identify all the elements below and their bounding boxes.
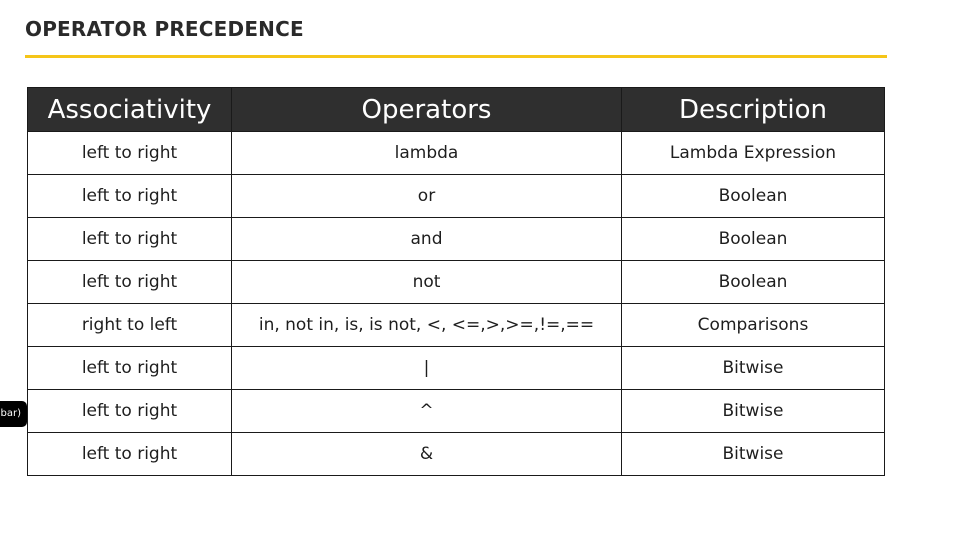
table-row: left to right & Bitwise [27, 432, 885, 476]
description-cell: Boolean [621, 217, 885, 261]
description-cell: Bitwise [621, 346, 885, 390]
associativity-cell: left to right [27, 174, 232, 218]
operator-precedence-table: Associativity Operators Description left… [27, 87, 885, 476]
operators-cell: or [231, 174, 622, 218]
table-row: right to left in, not in, is, is not, <,… [27, 303, 885, 347]
column-header-description: Description [621, 87, 885, 132]
associativity-cell: left to right [27, 131, 232, 175]
operators-cell: | [231, 346, 622, 390]
description-cell: Boolean [621, 174, 885, 218]
operators-cell: ^ [231, 389, 622, 433]
description-cell: Boolean [621, 260, 885, 304]
operators-cell: not [231, 260, 622, 304]
associativity-cell: left to right [27, 217, 232, 261]
table-row: left to right | Bitwise [27, 346, 885, 390]
table-row: left to right or Boolean [27, 174, 885, 218]
description-cell: Lambda Expression [621, 131, 885, 175]
associativity-cell: left to right [27, 260, 232, 304]
table-row: left to right ^ Bitwise [27, 389, 885, 433]
operators-cell: and [231, 217, 622, 261]
associativity-cell: right to left [27, 303, 232, 347]
table-header-row: Associativity Operators Description [27, 87, 885, 132]
table-row: left to right lambda Lambda Expression [27, 131, 885, 175]
associativity-cell: left to right [27, 432, 232, 476]
operators-cell: & [231, 432, 622, 476]
operators-cell: in, not in, is, is not, <, <=,>,>=,!=,== [231, 303, 622, 347]
title-underline [25, 55, 887, 58]
column-header-operators: Operators [231, 87, 622, 132]
associativity-cell: left to right [27, 346, 232, 390]
column-header-associativity: Associativity [27, 87, 232, 132]
description-cell: Bitwise [621, 432, 885, 476]
operators-cell: lambda [231, 131, 622, 175]
page-title: OPERATOR PRECEDENCE [25, 17, 304, 41]
description-cell: Comparisons [621, 303, 885, 347]
table-row: left to right and Boolean [27, 217, 885, 261]
side-tooltip-tab[interactable]: bar) [0, 401, 27, 427]
table-row: left to right not Boolean [27, 260, 885, 304]
description-cell: Bitwise [621, 389, 885, 433]
associativity-cell: left to right [27, 389, 232, 433]
